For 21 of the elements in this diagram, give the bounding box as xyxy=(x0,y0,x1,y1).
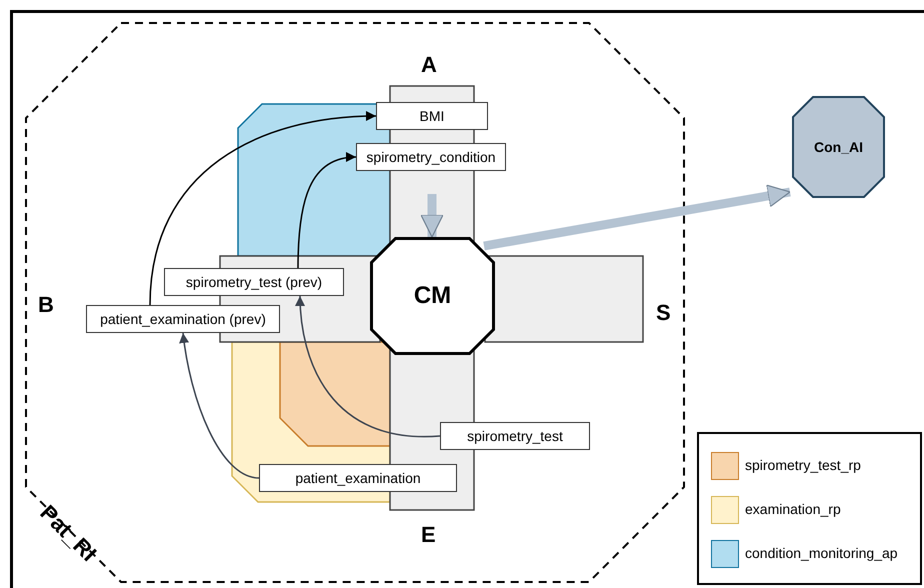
arrow xyxy=(297,152,356,268)
arrow xyxy=(149,111,376,306)
side-label: S xyxy=(656,300,671,326)
side-label: A xyxy=(421,52,437,78)
label-box: spirometry_condition xyxy=(356,143,506,171)
label-box: patient_examination (prev) xyxy=(86,305,280,333)
side-label: E xyxy=(421,522,436,548)
node-label: Con_AI xyxy=(813,139,864,155)
arrow xyxy=(420,194,444,238)
node-label: CM xyxy=(412,282,452,310)
side-label: B xyxy=(38,292,54,318)
legend-label: condition_monitoring_ap xyxy=(745,545,898,561)
arrow xyxy=(295,296,440,438)
label-box: BMI xyxy=(376,102,488,130)
label-box: spirometry_test (prev) xyxy=(164,268,344,296)
label-box: spirometry_test xyxy=(440,422,590,450)
legend-label: examination_rp xyxy=(745,501,841,517)
arrow xyxy=(483,184,791,250)
arrow xyxy=(179,332,260,479)
label-box: patient_examination xyxy=(259,464,457,492)
legend-label: spirometry_test_rp xyxy=(745,457,861,473)
